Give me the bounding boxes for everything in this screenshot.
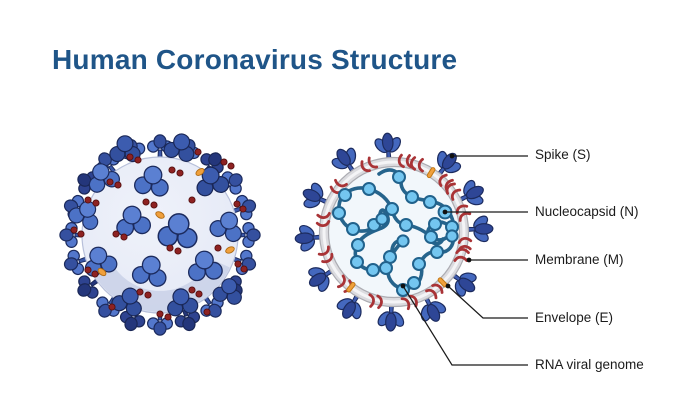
membrane-protein-dots [70, 148, 248, 321]
page-title: Human Coronavirus Structure [52, 44, 458, 75]
label-rna-genome: RNA viral genome [535, 357, 644, 372]
envelope-proteins-ring [346, 167, 448, 293]
virion-3d-illustration [59, 129, 261, 336]
nucleocapsid-beads [332, 170, 459, 297]
virion-cross-section-illustration [294, 131, 495, 333]
label-envelope: Envelope (E) [535, 310, 614, 325]
label-spike: Spike (S) [535, 147, 591, 162]
label-membrane: Membrane (M) [535, 252, 624, 267]
label-nucleocapsid: Nucleocapsid (N) [535, 204, 639, 219]
envelope-protein-ovals [97, 168, 235, 277]
